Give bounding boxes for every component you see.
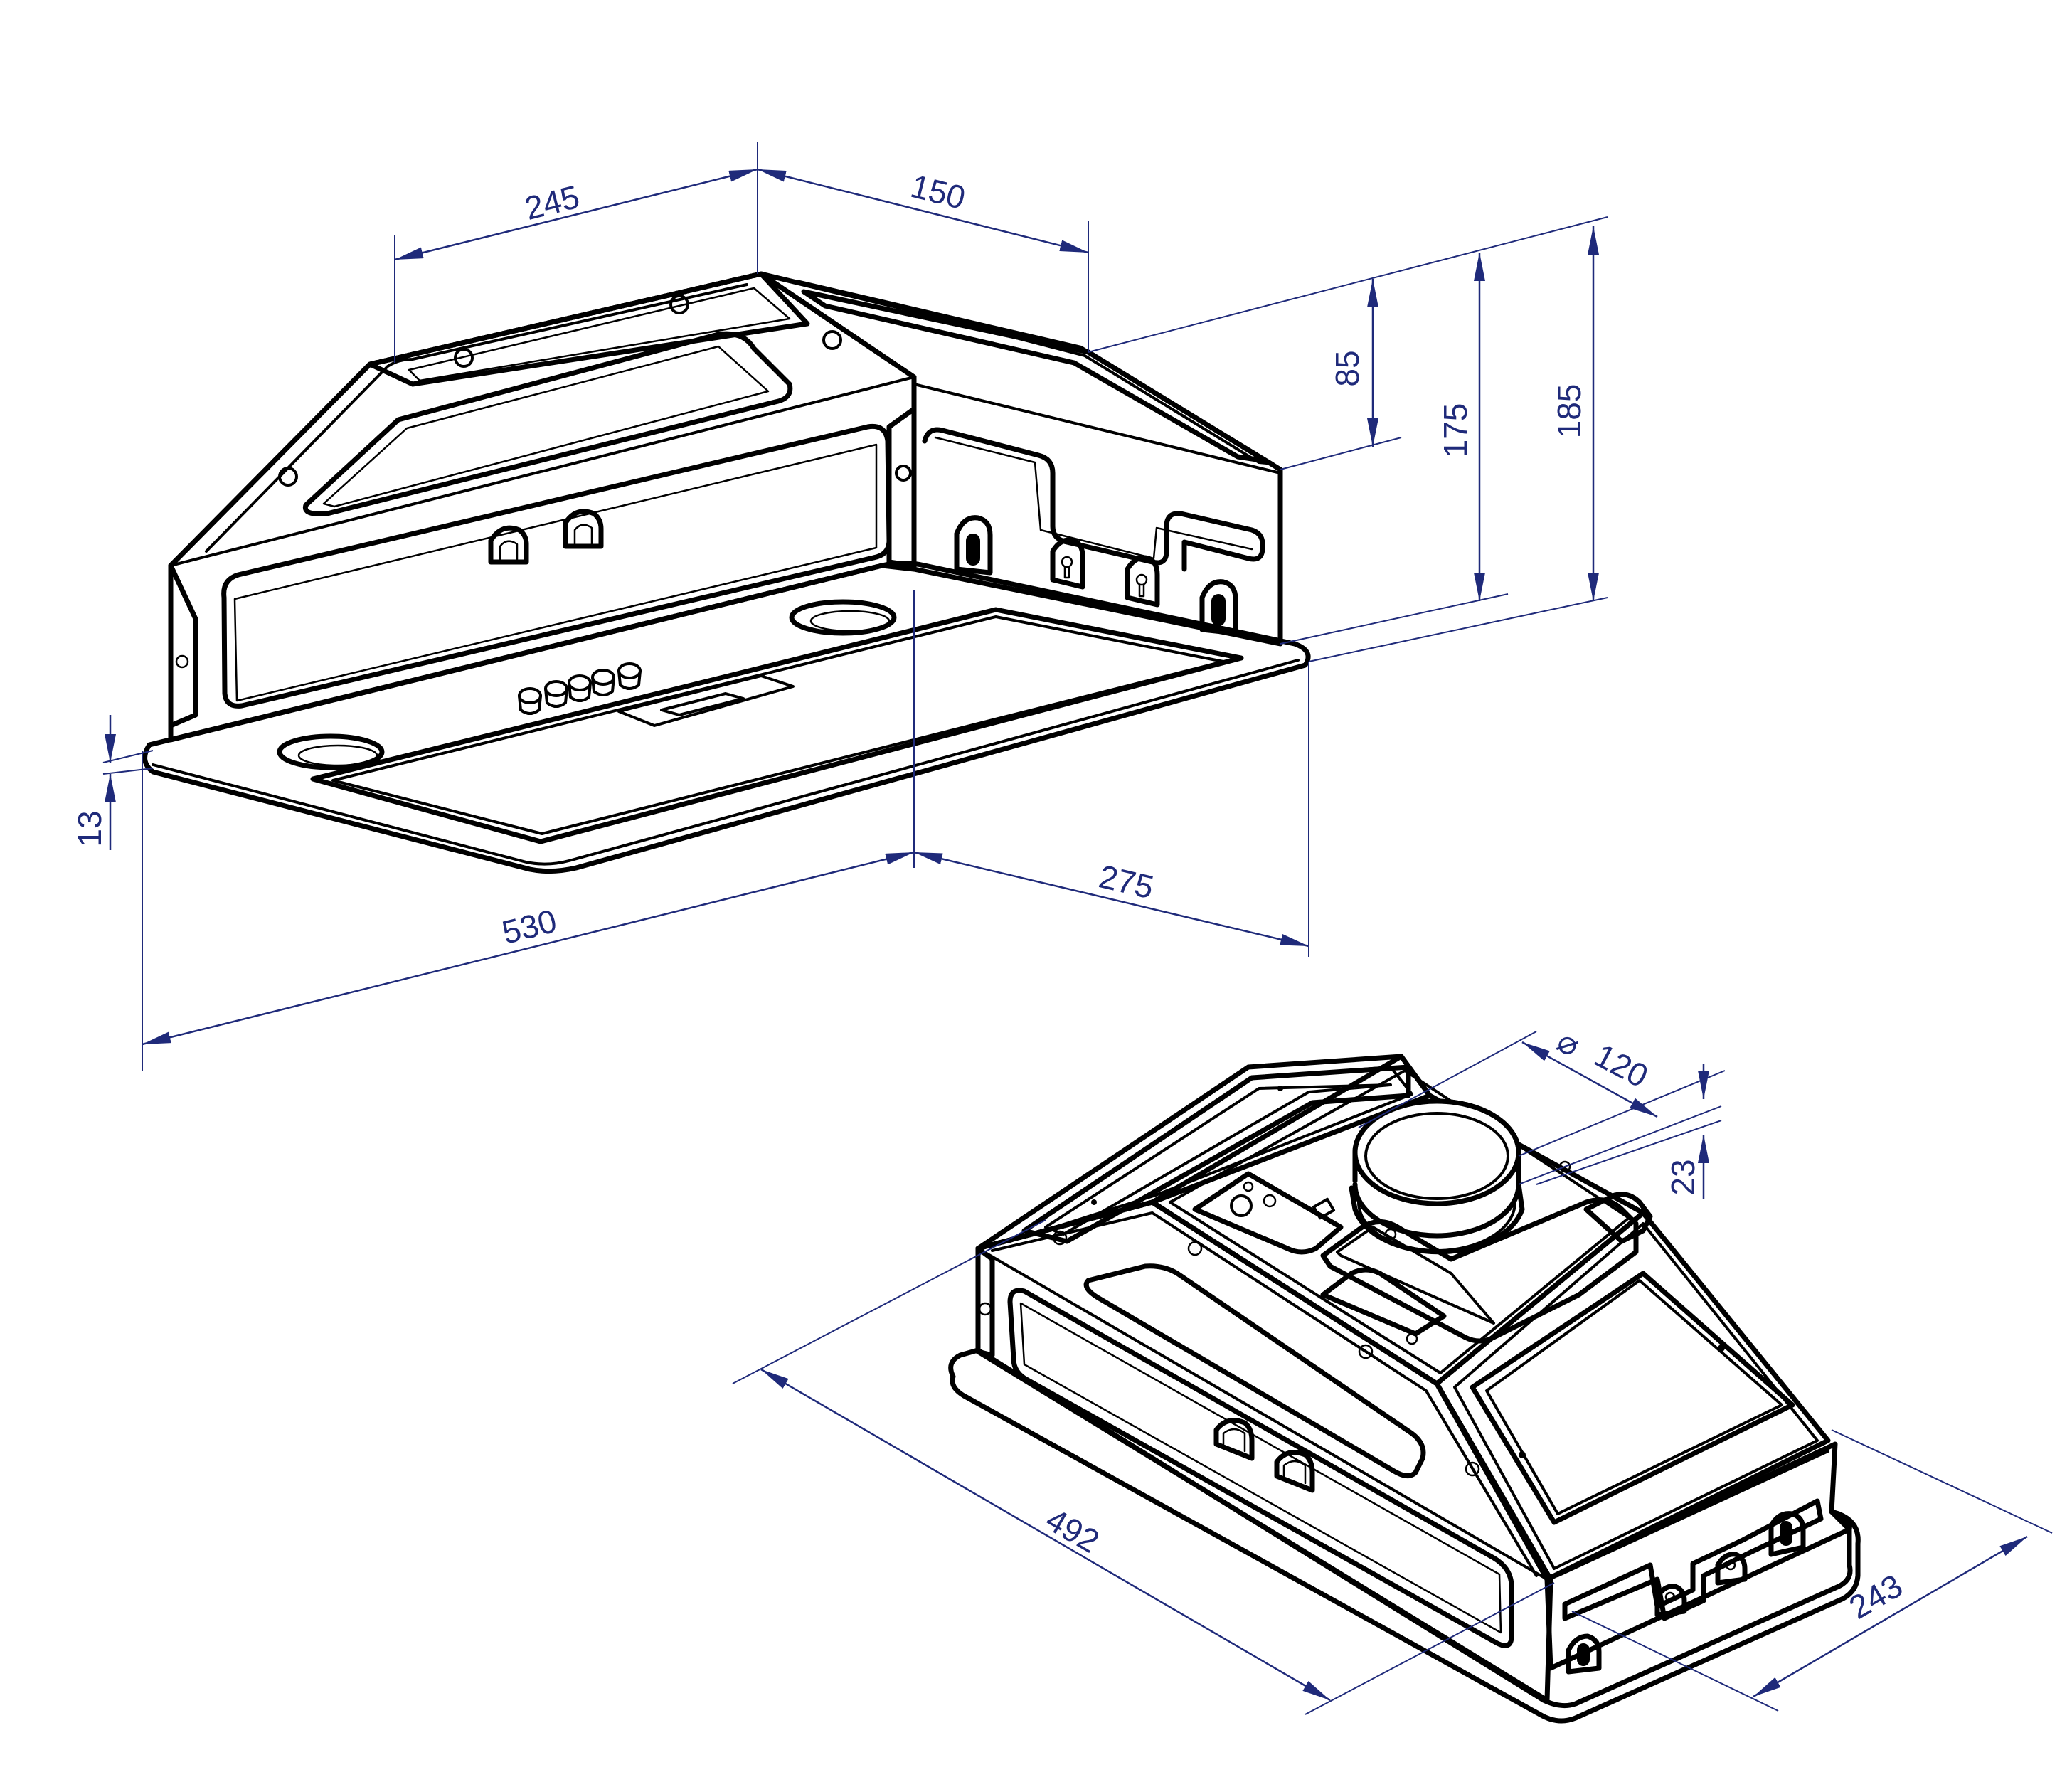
diameter-symbol: ⌀ bbox=[1551, 1022, 1586, 1064]
mounting-slot-icon bbox=[488, 525, 529, 565]
dimension-line-245 bbox=[394, 168, 758, 261]
hood-bottom-flange bbox=[142, 561, 1311, 874]
dimension-label-175: 175 bbox=[1437, 403, 1474, 458]
dimension-label-85: 85 bbox=[1329, 350, 1366, 386]
knob-icon bbox=[568, 674, 592, 702]
screw-icon bbox=[1187, 1241, 1203, 1256]
screw-icon bbox=[669, 295, 689, 314]
screw-icon bbox=[895, 465, 912, 482]
dimension-label-185: 185 bbox=[1551, 384, 1588, 439]
knob-icon bbox=[617, 662, 642, 690]
dimension-label-275: 275 bbox=[1095, 857, 1157, 906]
dimension-label-243: 243 bbox=[1843, 1566, 1908, 1625]
left-end-cap bbox=[168, 563, 198, 728]
duct-collar bbox=[1349, 1098, 1571, 1255]
dimension-line-243 bbox=[1753, 1535, 2028, 1698]
dimension-line-150 bbox=[757, 168, 1089, 254]
mounting-slot-icon bbox=[1213, 1418, 1255, 1461]
mounting-slot-icon bbox=[1199, 579, 1238, 636]
keyhole-slot-icon bbox=[1050, 537, 1085, 590]
mounting-slot-icon bbox=[1768, 1511, 1806, 1557]
dimension-line-120 bbox=[1521, 1041, 1658, 1118]
hood-rear-view bbox=[948, 1054, 1861, 1724]
dimension-line-275 bbox=[913, 851, 1309, 948]
mounting-slot-icon bbox=[1566, 1633, 1602, 1675]
control-panel-recess bbox=[617, 674, 795, 727]
right-end-cap bbox=[886, 406, 917, 568]
screw-icon bbox=[822, 330, 842, 350]
front-view-dimensions: 245 150 85 175 185 13 530 275 bbox=[71, 142, 1608, 1071]
hood-front-panel bbox=[168, 271, 917, 743]
keyhole-slot-icon bbox=[1125, 555, 1160, 608]
dimension-line-492 bbox=[760, 1368, 1331, 1702]
light-right-icon bbox=[789, 599, 897, 636]
screw-icon bbox=[1358, 1344, 1374, 1359]
dimension-label-492: 492 bbox=[1040, 1500, 1105, 1559]
rear-short-face bbox=[1544, 1441, 1852, 1671]
rear-long-panel bbox=[1007, 1288, 1514, 1648]
screw-icon bbox=[978, 1302, 992, 1316]
keyhole-slot-icon bbox=[1654, 1584, 1687, 1618]
dimension-line-530 bbox=[142, 851, 915, 1046]
dimension-label-120: 120 bbox=[1588, 1036, 1654, 1095]
dimension-label-530: 530 bbox=[499, 902, 560, 951]
screw-icon bbox=[454, 348, 474, 368]
rear-top-plateau bbox=[1149, 1054, 1646, 1386]
knob-icon bbox=[591, 669, 615, 696]
light-left-icon bbox=[277, 733, 385, 770]
mounting-slot-icon bbox=[954, 515, 993, 576]
rear-slope-window bbox=[1470, 1271, 1795, 1525]
screw-icon bbox=[278, 467, 298, 487]
top-ridge-strip bbox=[367, 271, 810, 387]
hood-front-view bbox=[142, 271, 1311, 874]
knob-icon bbox=[544, 680, 568, 708]
dimension-label-245: 245 bbox=[521, 178, 583, 227]
screw-icon bbox=[1465, 1461, 1480, 1477]
filter-panel bbox=[310, 607, 1244, 844]
control-knobs bbox=[518, 662, 642, 715]
screw-icon bbox=[1230, 1194, 1253, 1217]
mounting-slot-icon bbox=[563, 509, 604, 549]
dimension-label-23: 23 bbox=[1664, 1159, 1701, 1195]
keyhole-slot-icon bbox=[1715, 1552, 1748, 1586]
side-recess-channel bbox=[922, 427, 1265, 572]
knob-icon bbox=[518, 687, 542, 715]
dimension-label-13: 13 bbox=[71, 810, 108, 847]
